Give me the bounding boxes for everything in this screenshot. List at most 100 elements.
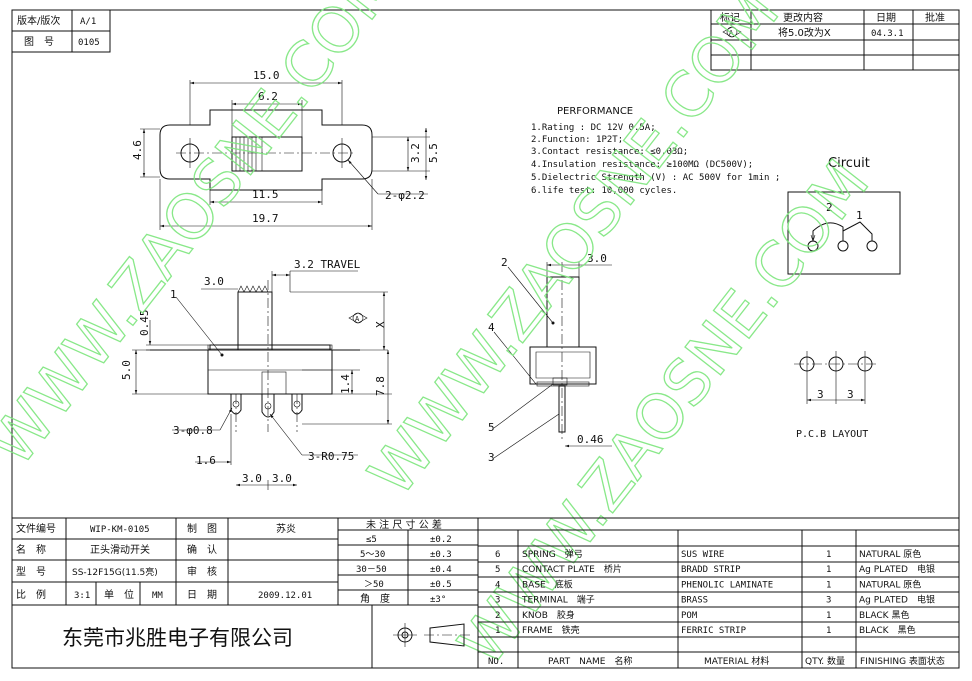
label-unit: 单 位 [104,588,134,601]
tol-value-3: ±0.4 [430,565,452,575]
performance-line-6: 6.life test: 10,000 cycles. [531,186,677,196]
dim-pin: 3-φ0.8 [173,424,213,437]
value-drawn: 苏炎 [276,522,296,535]
label-review: 审 核 [187,565,217,578]
drawing-number-label: 图 号 [24,36,54,48]
tol-range-5: 角 度 [360,592,390,605]
value-model: SS-12F15G(11.5亮) [72,566,158,578]
pcb-dim-a: 3 [817,388,824,401]
dim-5-5: 5.5 [427,143,440,163]
bom-cell-material: PHENOLIC LAMINATE [681,580,773,590]
tol-value-4: ±0.5 [430,580,452,590]
tol-value-5: ±3° [430,595,446,605]
bom-cell-qty: 1 [826,550,831,560]
value-file-no: WIP-KM-0105 [90,525,150,535]
drawing-number-value: 0105 [78,38,100,48]
circuit-label-1: 1 [856,209,863,222]
bom-header: NO. PART NAME 名称 MATERIAL 材料 QTY. 数量 FIN… [488,655,945,667]
dim-0-45: 0.45 [138,310,151,337]
title-block: 文件编号 WIP-KM-0105 制 图 苏炎 名 称 正头滑动开关 确 认 型… [12,517,959,668]
watermark-3: WWW.ZAOSNE.COM [444,146,883,679]
value-name: 正头滑动开关 [90,543,150,556]
bom-cell-finish: NATURAL 原色 [859,578,921,590]
performance-line-5: 5.Dielectric Strength (V) : AC 500V for … [531,173,780,183]
rev-mark: A [729,29,734,37]
dim-6-2: 6.2 [258,90,278,103]
performance-line-2: 2.Function: 1P2T; [531,135,623,145]
revision-table: 标记 更改内容 日期 批准 A 将5.0改为X 04.3.1 [710,9,960,71]
tol-range-3: 30－50 [356,565,387,575]
rev-header-date: 日期 [876,12,896,24]
tol-value-2: ±0.3 [430,550,452,560]
bom-cell-material: BRASS [681,596,708,606]
tolerance-table: 未 注 尺 寸 公 差 ≤5 ±0.2 5～30 ±0.3 30－50 ±0.4… [338,518,479,668]
bom-cell-part: CONTACT PLATE 桥片 [522,563,622,575]
bom-cell-qty: 1 [826,611,831,621]
bom-cell-material: BRADD STRIP [681,565,741,575]
label-scale: 比 例 [16,588,46,601]
label-file-no: 文件编号 [16,522,56,535]
bom-header-part: PART NAME 名称 [548,655,632,667]
front-dim-3-0: 3.0 [204,275,224,288]
front-callout-1: 1 [170,288,177,301]
bom-cell-no: 1 [495,626,500,636]
side-callout-5: 5 [488,421,495,434]
dim-3-0-a: 3.0 [242,472,262,485]
dim-1-6: 1.6 [196,454,216,467]
circuit-diagram: Circuit 2 1 [787,156,901,275]
bom-cell-part: KNOB 胶身 [522,609,575,621]
bom-cell-finish: Ag PLATED 电银 [859,563,935,575]
bom-cell-no: 2 [495,611,500,621]
bom-cell-qty: 1 [826,565,831,575]
bom-cell-no: 6 [495,550,500,560]
bom-cell-part: TERMINAL 端子 [521,594,595,606]
bom-cell-finish: BLACK 黑色 [859,609,909,621]
rev-header-mark: 标记 [720,12,740,24]
pcb-layout: 3 3 P.C.B LAYOUT [794,351,878,440]
label-drawn: 制 图 [187,522,217,535]
label-name: 名 称 [16,543,46,556]
performance-title: PERFORMANCE [557,106,633,117]
version-value: A/1 [80,17,96,27]
bom-cell-material: FERRIC STRIP [681,626,747,636]
pcb-dim-b: 3 [847,388,854,401]
dim-x: X [374,321,387,328]
bom-cell-no: 3 [495,596,500,606]
version-label: 版本/版次 [17,14,60,27]
bom-cell-part: FRAME 铁壳 [522,624,580,636]
dim-travel: 3.2 TRAVEL [294,258,361,271]
bom-cell-material: SUS WIRE [681,550,724,560]
bom-header-finish: FINISHING 表面状态 [860,655,945,667]
pcb-title: P.C.B LAYOUT [796,429,868,440]
bom-cell-qty: 3 [826,596,831,606]
dim-5-0: 5.0 [120,360,133,380]
circuit-title: Circuit [828,156,870,171]
rev-header-content: 更改内容 [783,11,823,24]
side-callout-4: 4 [488,321,495,334]
dim-3-2: 3.2 [409,143,422,163]
dim-15-0: 15.0 [253,69,280,82]
performance-line-3: 3.Contact resistance: ≤0.03Ω; [531,147,688,157]
performance-line-1: 1.Rating : DC 12V 0.5A; [531,123,656,133]
tol-range-2: 5～30 [360,550,385,560]
bom-cell-material: POM [681,611,698,621]
tol-range-4: ＞50 [364,580,384,590]
company-name: 东莞市兆胜电子有限公司 [62,626,293,650]
rev-header-approve: 批准 [925,11,945,24]
bom-cell-qty: 1 [826,626,831,636]
tolerance-title: 未 注 尺 寸 公 差 [366,518,442,531]
dim-11-5: 11.5 [252,188,279,201]
top-view: 15.0 6.2 4.6 3.2 5.5 11.5 19.7 2-φ2.2 [131,69,440,230]
dim-1-4: 1.4 [339,374,352,394]
front-view: 3.0 3.2 TRAVEL 0.45 5.0 X A 1.4 7.8 3-φ0… [120,258,392,490]
header-block: 版本/版次 A/1 图 号 0105 [11,9,111,53]
bom-cell-finish: Ag PLATED 电银 [859,594,935,606]
dim-19-7: 19.7 [252,212,279,225]
dim-4-6: 4.6 [131,140,144,160]
side-dim-0-46: 0.46 [577,433,604,446]
value-date: 2009.12.01 [258,591,312,601]
rev-date: 04.3.1 [871,29,904,39]
rev-content: 将5.0改为X [778,26,831,39]
